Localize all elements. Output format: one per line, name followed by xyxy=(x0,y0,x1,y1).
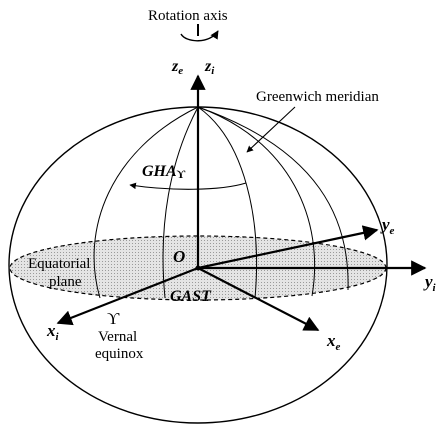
equatorial-plane-label: Equatorial xyxy=(28,256,90,272)
x-i-label: xi xyxy=(46,321,60,343)
greenwich-leader-arrow xyxy=(246,106,296,153)
greenwich-meridian-line xyxy=(197,106,258,299)
gast-label: GAST xyxy=(170,288,212,305)
meridian-line xyxy=(197,106,316,297)
x-e-axis xyxy=(197,267,320,331)
vernal-equinox-symbol: ϒ xyxy=(107,309,120,328)
equatorial-plane-label-2: plane xyxy=(49,274,82,290)
z-i-label: zi xyxy=(204,58,215,77)
vernal-equinox-label: Vernal xyxy=(98,329,137,345)
rotation-axis-label: Rotation axis xyxy=(148,8,228,24)
meridian-line xyxy=(93,106,199,299)
greenwich-meridian-label: Greenwich meridian xyxy=(256,89,379,105)
meridian-line xyxy=(162,106,199,299)
x-i-axis xyxy=(56,266,199,326)
gha-arc xyxy=(129,182,247,190)
z-e-label: ze xyxy=(171,58,183,77)
y-i-label: yi xyxy=(423,272,437,294)
rotation-arrow-icon xyxy=(180,30,219,42)
x-e-label: xe xyxy=(326,331,341,353)
meridian-line xyxy=(197,106,349,291)
y-e-axis xyxy=(197,225,379,270)
y-e-label: ye xyxy=(380,215,395,237)
vernal-equinox-label-2: equinox xyxy=(95,346,144,362)
gha-label: GHAϒ xyxy=(142,163,186,181)
origin-label: O xyxy=(173,247,185,266)
origin-point xyxy=(195,265,201,271)
